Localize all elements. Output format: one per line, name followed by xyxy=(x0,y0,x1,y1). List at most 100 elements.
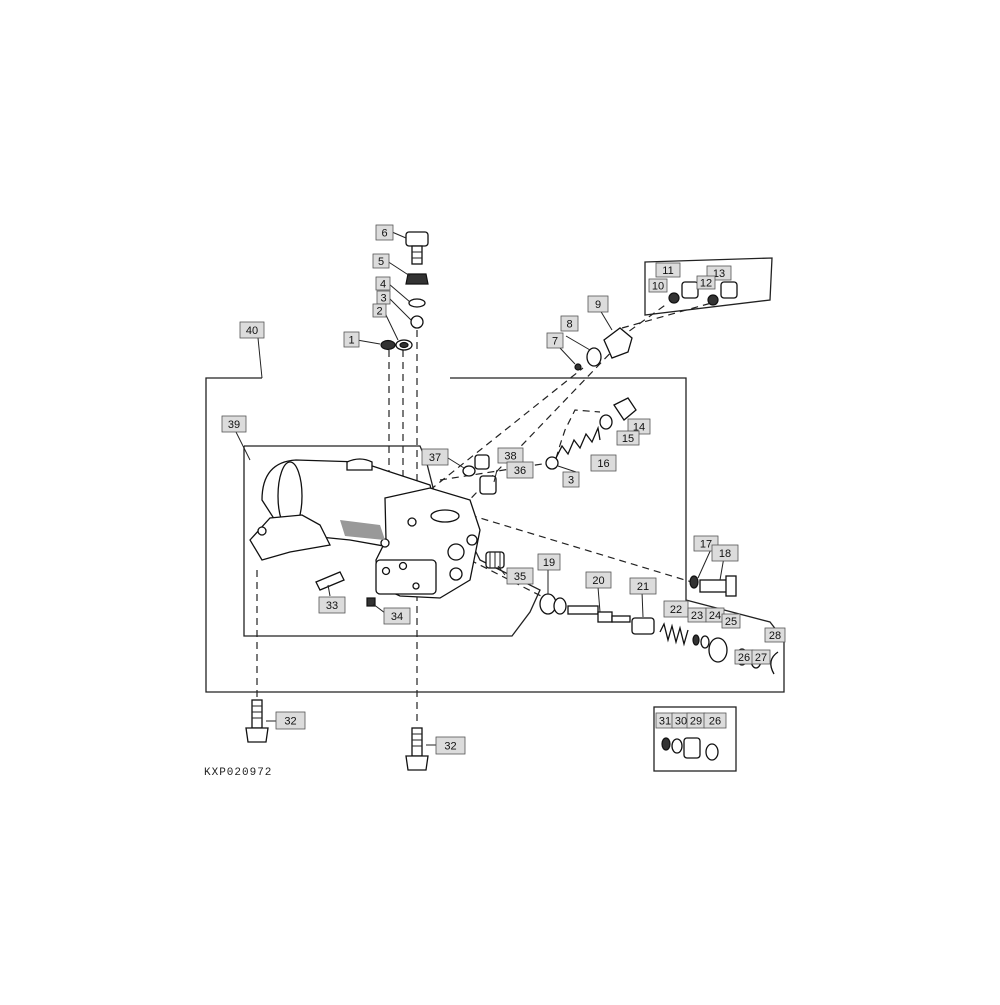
callout-c9: 9 xyxy=(587,295,609,313)
figure-reference-code: KXP020972 xyxy=(204,767,272,779)
callout-number: 18 xyxy=(719,548,731,560)
callout-number: 40 xyxy=(246,325,258,337)
callout-number: 16 xyxy=(597,458,609,470)
callout-number: 12 xyxy=(700,278,712,290)
callout-c15: 15 xyxy=(616,430,640,446)
callout-c29: 29 xyxy=(686,712,706,729)
callout-number: 28 xyxy=(769,630,781,642)
callout-box xyxy=(696,275,716,290)
callout-number: 13 xyxy=(713,268,725,280)
callout-box xyxy=(655,262,681,278)
part-21-sleeve xyxy=(631,617,655,635)
part-14-plug xyxy=(613,397,637,421)
callout-c1: 1 xyxy=(343,331,360,348)
callout-box xyxy=(629,577,657,595)
callout-box xyxy=(421,448,449,466)
callout-c20: 20 xyxy=(585,571,612,589)
callout-c33: 33 xyxy=(318,596,346,614)
valve-housing xyxy=(249,458,481,599)
part-32-bolt-right xyxy=(405,727,429,771)
callout-box xyxy=(343,331,360,348)
part-37-washer xyxy=(462,465,476,477)
callout-c26a: 26 xyxy=(734,649,754,665)
part-10-ring xyxy=(668,292,680,304)
callout-box xyxy=(506,461,534,479)
callout-number: 2 xyxy=(376,306,382,318)
callout-number: 35 xyxy=(514,571,526,583)
callout-c18: 18 xyxy=(711,544,739,562)
part-4-washer xyxy=(408,298,426,308)
callout-c16: 16 xyxy=(590,454,617,472)
part-33-stud xyxy=(315,571,345,591)
callout-number: 5 xyxy=(378,256,384,268)
part-20-spool xyxy=(567,605,631,623)
callout-number: 23 xyxy=(691,610,703,622)
callout-c8: 8 xyxy=(560,315,579,332)
callout-number: 27 xyxy=(755,652,767,664)
callout-c40: 40 xyxy=(239,321,265,339)
callout-number: 32 xyxy=(444,741,456,753)
callout-box xyxy=(383,607,411,625)
inset-parts-26-31 xyxy=(661,737,719,761)
part-7-small-ring xyxy=(574,363,582,371)
callout-c10: 10 xyxy=(648,278,668,293)
callout-c3b: 3 xyxy=(562,471,580,488)
callout-number: 8 xyxy=(566,319,572,331)
callout-box xyxy=(435,736,466,755)
callout-box xyxy=(562,471,580,488)
callout-box xyxy=(221,415,247,433)
callout-number: 14 xyxy=(633,422,645,434)
callout-box xyxy=(711,544,739,562)
callout-box xyxy=(764,627,786,643)
part-17-washer xyxy=(689,575,699,589)
part-25-plug xyxy=(708,637,728,663)
inset-frame-26-31 xyxy=(653,706,737,772)
callout-number: 25 xyxy=(725,616,737,628)
callout-c4: 4 xyxy=(375,276,391,291)
part-28-snap-ring xyxy=(770,651,779,675)
callout-number: 17 xyxy=(700,539,712,551)
callout-number: 38 xyxy=(504,451,516,463)
part-6-plug xyxy=(405,231,429,265)
callout-box xyxy=(585,571,612,589)
part-18-bolt xyxy=(699,575,737,597)
part-9-fitting xyxy=(603,327,633,359)
part-22-spring xyxy=(659,622,689,647)
callout-c39: 39 xyxy=(221,415,247,433)
callout-c11: 11 xyxy=(655,262,681,278)
callout-number: 37 xyxy=(429,452,441,464)
part-3-ball-top xyxy=(410,315,424,329)
callout-number: 6 xyxy=(381,228,387,240)
callout-box xyxy=(560,315,579,332)
callout-c7: 7 xyxy=(546,332,564,349)
callout-box xyxy=(239,321,265,339)
callout-number: 26 xyxy=(709,716,721,728)
callout-number: 11 xyxy=(662,265,673,277)
callout-box xyxy=(318,596,346,614)
callout-c28: 28 xyxy=(764,627,786,643)
part-35-fitting xyxy=(485,551,505,569)
callout-c21: 21 xyxy=(629,577,657,595)
callout-number: 7 xyxy=(552,336,558,348)
callout-c27: 27 xyxy=(751,649,771,665)
callout-c32a: 32 xyxy=(275,711,306,730)
callout-c5: 5 xyxy=(372,253,390,269)
callout-box xyxy=(616,430,640,446)
callout-c32b: 32 xyxy=(435,736,466,755)
callout-number: 36 xyxy=(514,465,526,477)
callout-box xyxy=(375,224,394,241)
callout-box xyxy=(648,278,668,293)
callout-box xyxy=(375,276,391,291)
callout-c34: 34 xyxy=(383,607,411,625)
callout-number: 10 xyxy=(652,281,664,293)
callout-number: 4 xyxy=(380,279,386,291)
part-3-ball-side xyxy=(545,456,559,470)
callout-number: 32 xyxy=(284,716,296,728)
callout-c3a: 3 xyxy=(376,290,391,305)
callout-number: 1 xyxy=(348,335,354,347)
callout-number: 20 xyxy=(592,575,604,587)
callout-c2: 2 xyxy=(372,303,387,318)
part-12-ring xyxy=(707,294,719,306)
